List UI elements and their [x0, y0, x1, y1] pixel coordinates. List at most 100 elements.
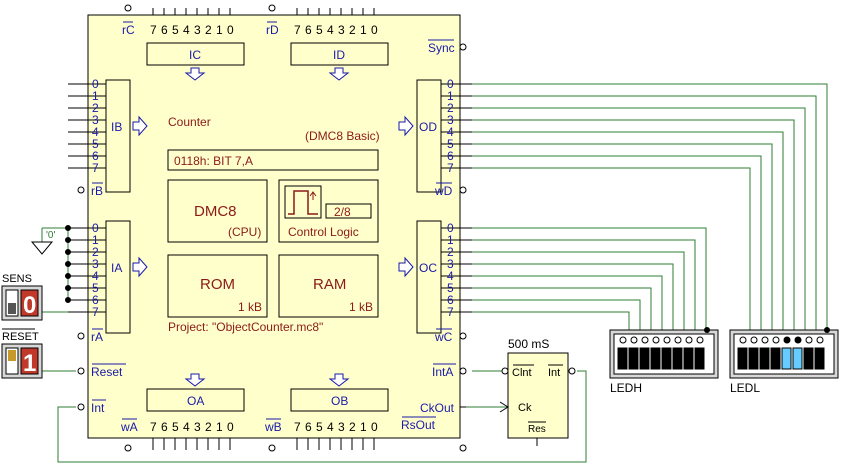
pin-ra[interactable]: [77, 332, 85, 340]
pin-wc-label: wC: [434, 330, 453, 344]
pin-sync[interactable]: [459, 43, 467, 51]
led-dot: [619, 336, 627, 344]
port-oc-label: OC: [419, 261, 437, 275]
port-ia-label: IA: [111, 261, 122, 275]
pin-int[interactable]: [77, 403, 85, 411]
port-ia-box: [105, 220, 131, 334]
bit-label-ic-7: 7: [150, 23, 157, 37]
bit-label-ic-2: 2: [205, 23, 212, 37]
bit-label-ib-7: 7: [92, 161, 99, 175]
led-segment: [650, 347, 661, 370]
basic-label: (DMC8 Basic): [305, 129, 380, 143]
ck-arrow-icon: [499, 401, 509, 413]
switch-label: RESET: [2, 331, 39, 343]
pin-rsout[interactable]: [459, 444, 467, 452]
led-segment: [737, 347, 748, 370]
timer-block: 500 mS Clnt Int Ck Res: [499, 337, 576, 446]
port-ob-label: OB: [331, 394, 348, 408]
timer-period: 500 mS: [508, 337, 549, 351]
ground-source[interactable]: '0': [30, 230, 55, 255]
led-dot: [772, 336, 780, 344]
led-bar-label: LEDL: [730, 381, 760, 395]
rom-box: [167, 254, 268, 318]
bit-label-od-2: 2: [447, 101, 454, 115]
pin-reset[interactable]: [77, 367, 85, 375]
pin-rb[interactable]: [77, 186, 85, 194]
timer-int-pin[interactable]: [568, 367, 576, 375]
led-segment: [803, 347, 814, 370]
bit-label-ia-6: 6: [92, 293, 99, 307]
bit-label-ic-3: 3: [194, 23, 201, 37]
bit-label-id-0: 0: [371, 23, 378, 37]
wire-layer: [41, 83, 828, 463]
bit-label-ia-3: 3: [92, 257, 99, 271]
pin-ra-label: rA: [91, 330, 103, 344]
led-segment: [617, 347, 628, 370]
led-dot: [663, 336, 671, 344]
port-ob-box: [290, 388, 389, 412]
led-segment: [770, 347, 781, 370]
led-segment: [759, 347, 770, 370]
junction-dot: [65, 249, 71, 255]
bit-label-oc-3: 3: [447, 257, 454, 271]
bit-label-ic-1: 1: [216, 23, 223, 37]
pin-wc[interactable]: [459, 332, 467, 340]
led-junction: [704, 327, 710, 333]
pin-rb-label: rB: [91, 184, 103, 198]
led-segment: [672, 347, 683, 370]
led-segment: [781, 347, 792, 370]
led-segment: [814, 347, 825, 370]
bit-label-ia-0: 0: [92, 221, 99, 235]
bit-label-id-3: 3: [338, 23, 345, 37]
bit-label-oa-4: 4: [183, 420, 190, 434]
bit-label-ib-5: 5: [92, 137, 99, 151]
id-arrow-icon: [328, 67, 350, 81]
led-dot: [750, 336, 758, 344]
bit-label-id-6: 6: [305, 23, 312, 37]
oc-arrow-icon: [398, 256, 414, 278]
pin-ckout-label: CkOut: [420, 401, 455, 415]
pin-rd[interactable]: [268, 4, 276, 12]
led-segment: [683, 347, 694, 370]
pin-wb-label: wB: [264, 420, 282, 434]
bit-label-od-5: 5: [447, 137, 454, 151]
ground-icon: [30, 241, 54, 255]
pin-wd[interactable]: [459, 186, 467, 194]
bit-label-ia-2: 2: [92, 245, 99, 259]
bit-label-oa-5: 5: [172, 420, 179, 434]
pin-wb[interactable]: [268, 444, 276, 452]
bit-label-ob-4: 4: [327, 420, 334, 434]
led-dot: [805, 336, 813, 344]
led-dot: [761, 336, 769, 344]
pin-inta[interactable]: [459, 367, 467, 375]
bit-label-id-1: 1: [360, 23, 367, 37]
control-step-value: 2/8: [334, 205, 351, 219]
bit-label-ia-5: 5: [92, 281, 99, 295]
counter-label: Counter: [168, 115, 211, 129]
timer-clnt-pin[interactable]: [501, 367, 509, 375]
junction-dot: [65, 261, 71, 267]
switch-knob: [8, 350, 16, 361]
bit-label-id-5: 5: [316, 23, 323, 37]
ia-arrow-icon: [132, 256, 148, 278]
cpu-title: DMC8: [194, 203, 237, 220]
led-segment: [628, 347, 639, 370]
pin-reset-label: Reset: [91, 365, 123, 379]
pin-wa[interactable]: [124, 444, 132, 452]
junction-dot: [65, 297, 71, 303]
led-segment: [792, 347, 803, 370]
port-id-label: ID: [333, 48, 345, 62]
bit-label-oa-2: 2: [205, 420, 212, 434]
pin-rc[interactable]: [124, 4, 132, 12]
oa-arrow-icon: [184, 373, 206, 387]
bit-label-od-0: 0: [447, 77, 454, 91]
port-id-box: [290, 42, 389, 66]
bit-label-ob-6: 6: [305, 420, 312, 434]
led-junction: [824, 327, 830, 333]
clock-pulse-icon: [284, 185, 322, 219]
pin-inta-label: IntA: [432, 365, 453, 379]
